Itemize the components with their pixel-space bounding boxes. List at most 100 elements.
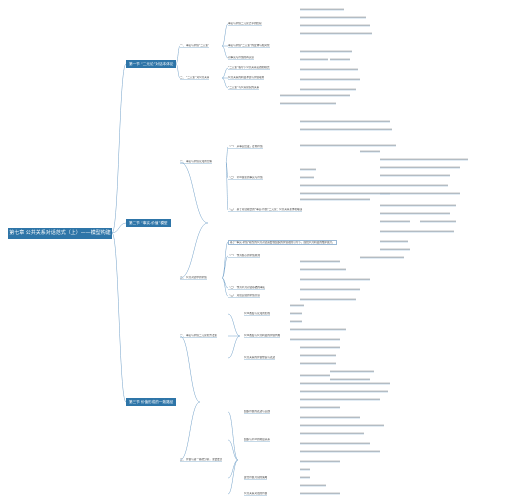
leaf-text-117 [290,328,346,330]
s2-g1-item-3[interactable]: （三） 基于对话模式的“事实-价值”二元论：公共关系主体的职责 [228,208,303,211]
leaf-text-53 [280,102,336,104]
s3-g2-item-4[interactable]: 公共关系对话的价值 [244,492,268,495]
leaf-text-149 [300,450,380,452]
connector-17 [225,161,229,211]
s2-g2-item-2[interactable]: （二） 作为公共对话基础的事实 [228,286,266,289]
leaf-text-61 [360,150,380,152]
section-2-title[interactable]: 第二节 “事实-价值”模型 [126,219,171,227]
leaf-text-63 [380,158,468,160]
connector-15 [225,146,229,163]
connector-26 [227,439,239,461]
connector-7 [179,335,201,403]
s3-g1-item-3[interactable]: 公共关系的价值塑造与表达 [244,356,276,359]
leaf-text-153 [300,468,310,470]
connector-14 [221,77,229,89]
connector-28 [227,459,239,495]
leaf-text-51 [280,94,350,96]
s2-group-1[interactable]: 一、 事实与价值认知的分解 [180,160,212,163]
leaf-text-123 [300,354,336,356]
leaf-text-127 [330,370,374,372]
s2-g1-item-2[interactable]: （二） 公众舆论的事实与价值 [228,176,263,179]
s1-g1-item-1[interactable]: 事实与价值二元论之争的历程 [228,22,262,25]
leaf-text-147 [300,442,370,444]
leaf-text-135 [300,390,388,392]
s2-g1-item-1[interactable]: （一） 从事实出发，走向价值 [228,145,263,148]
s1-group-2[interactable]: 二、 “二元论”对公共关系 [180,76,210,79]
root-topic[interactable]: 第七章 公共关系对话范式（上）——模型构建 [8,228,112,239]
leaf-text-41 [330,50,352,52]
connector-25 [227,411,239,461]
s3-g2-item-3[interactable]: 建立价值共识的策略 [244,476,268,479]
leaf-text-113 [290,312,302,314]
leaf-text-85 [300,198,370,200]
s3-g1-item-1[interactable]: 公众态度与认知的形成 [244,312,270,315]
connector-12 [221,67,229,79]
leaf-text-107 [300,288,360,290]
leaf-text-97 [420,230,454,232]
connector-21 [221,277,229,297]
leaf-text-131 [300,374,330,376]
leaf-text-69 [380,184,448,186]
leaf-text-99 [360,256,404,258]
s1-g2-item-1[interactable]: “二元论”指导下公共关系实践的模式 [228,66,270,69]
leaf-text-75 [380,212,450,214]
leaf-text-139 [300,406,340,408]
connector-2 [111,232,127,403]
leaf-text-55 [300,120,390,122]
section-1-title[interactable]: 第一节 “二元论”对话本体论 [126,60,177,68]
leaf-text-57 [300,128,392,130]
leaf-text-159 [300,492,340,494]
section-3-title[interactable]: 第三节 价值形成的一致路径 [126,398,177,406]
connector-22 [227,313,241,337]
connector-11 [221,45,229,59]
s3-g1-item-2[interactable]: 公众态度与公共利益的价值判断 [244,334,281,337]
leaf-text-71 [380,192,460,194]
leaf-text-145 [300,432,364,434]
leaf-text-39 [300,58,328,60]
s1-g2-item-2[interactable]: 公共关系的利益冲突与价值取向 [228,76,265,79]
leaf-text-143 [300,424,384,426]
connector-3 [175,45,181,65]
s2-group-2[interactable]: 二、 公共对话中的价值 [180,276,207,279]
s2-g2-item-1[interactable]: （一） 作为核心的价值原则 [228,254,260,257]
leaf-text-49 [300,88,356,90]
s3-group-2[interactable]: 二、 价值与第一路径分析，主要要点 [180,458,223,461]
connector-18 [221,241,229,279]
leaf-text-151 [300,460,340,462]
leaf-text-155 [300,476,310,478]
leaf-text-45 [300,68,358,70]
leaf-text-93 [380,248,410,250]
s3-group-1[interactable]: 一、 事实与价值二元论的方法论 [180,334,218,337]
s1-g1-item-3[interactable]: 对事实与价值的再认识 [228,56,254,59]
leaf-text-115 [290,320,302,322]
s1-g2-item-3[interactable]: “二元论”与公关研究的关系 [228,86,260,89]
connector-24 [227,335,241,359]
leaf-text-33 [300,24,370,26]
s2-g2-note: 基于“事实-价值”模型的公共对话需要在组织的价值观的引导下，围绕公共利益的维护展… [228,240,337,246]
leaf-text-81 [300,184,380,186]
leaf-text-125 [300,362,336,364]
s3-g2-item-1[interactable]: 组织价值的表达与实践 [244,410,270,413]
leaf-text-37 [300,50,330,52]
leaf-text-43 [330,58,350,60]
s3-g2-item-2[interactable]: 组织与公众的利益关系 [244,438,270,441]
connector-9 [221,23,229,47]
leaf-text-91 [380,240,408,242]
leaf-text-87 [380,220,410,222]
connector-5 [179,161,209,224]
leaf-text-35 [300,32,372,34]
s1-g1-item-2[interactable]: 事实与价值“二元论”的变体与相对化 [228,44,270,47]
leaf-text-47 [300,78,360,80]
leaf-text-103 [300,268,346,270]
leaf-text-101 [300,260,340,262]
s2-g2-item-3[interactable]: （三） 对话实现的价值共识 [228,294,260,297]
leaf-text-129 [330,378,370,380]
leaf-text-29 [300,8,344,10]
leaf-text-109 [300,298,356,300]
leaf-text-89 [380,230,420,232]
s1-group-1[interactable]: 一、 事实与价值“二元论” [180,44,210,47]
leaf-text-65 [380,166,460,168]
connector-27 [227,459,239,479]
